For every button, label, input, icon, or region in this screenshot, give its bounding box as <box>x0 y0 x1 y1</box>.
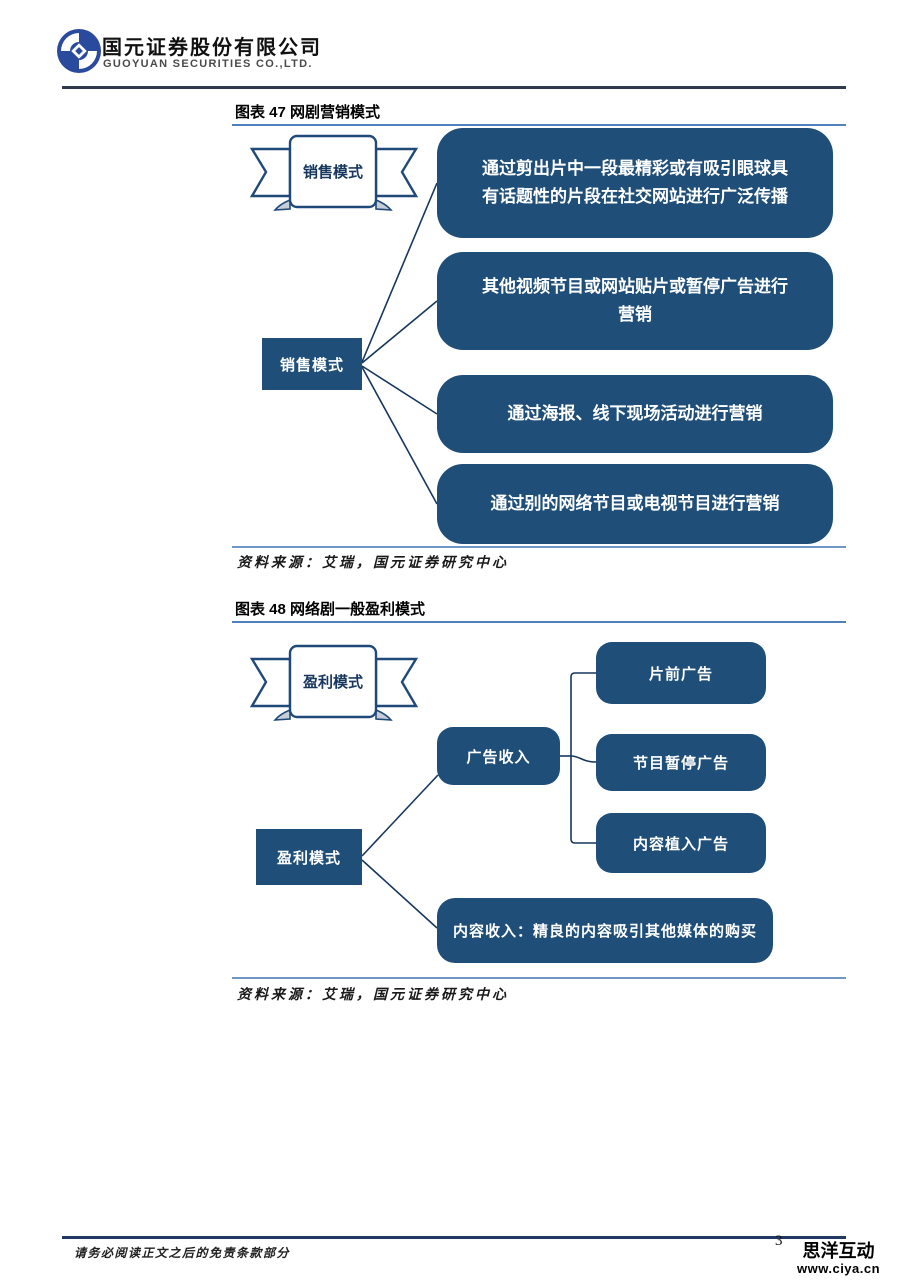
company-name-en: GUOYUAN SECURITIES CO.,LTD. <box>103 58 313 70</box>
company-name-cn: 国元证券股份有限公司 <box>102 37 322 59</box>
watermark-name: 思洋互动 <box>802 1241 875 1261</box>
profit-model-root-box: 盈利模式 <box>256 829 362 885</box>
watermark-url: www.ciya.cn <box>797 1260 881 1276</box>
figure48-title: 图表 48 网络剧一般盈利模式 <box>235 601 426 618</box>
branch-box-poster-events: 通过海报、线下现场活动进行营销 <box>437 375 833 453</box>
sales-model-ribbon: 销售模式 <box>250 134 418 211</box>
footer-disclaimer: 请务必阅读正文之后的免责条款部分 <box>74 1246 291 1260</box>
sales-model-ribbon-label: 销售模式 <box>303 163 363 181</box>
profit-model-ribbon: 盈利模式 <box>250 644 418 721</box>
figure47-title-rule <box>232 124 846 126</box>
guoyuan-swirl-logo <box>57 29 101 73</box>
branch-box-social-clip: 通过剪出片中一段最精彩或有吸引眼球具有话题性的片段在社交网站进行广泛传播 <box>437 128 833 238</box>
page-number: 3 <box>775 1233 783 1249</box>
sales-model-root-box: 销售模式 <box>262 338 362 390</box>
branch-box-video-ads: 其他视频节目或网站贴片或暂停广告进行营销 <box>437 252 833 350</box>
ad-type-box-pause: 节目暂停广告 <box>596 734 766 791</box>
branch-box-other-programs: 通过别的网络节目或电视节目进行营销 <box>437 464 833 544</box>
figure48-source: 资料来源：艾瑞，国元证券研究中心 <box>237 988 509 1003</box>
ad-type-box-placement: 内容植入广告 <box>596 813 766 873</box>
content-income-box: 内容收入：精良的内容吸引其他媒体的购买 <box>437 898 773 963</box>
figure48-title-rule <box>232 621 846 623</box>
ad-income-box: 广告收入 <box>437 727 560 785</box>
figure47-source: 资料来源：艾瑞，国元证券研究中心 <box>237 556 509 571</box>
watermark: 思洋互动 www.ciya.cn <box>797 1241 881 1276</box>
ad-type-box-preroll: 片前广告 <box>596 642 766 704</box>
footer-divider <box>62 1236 846 1239</box>
figure47-bottom-rule <box>232 546 846 548</box>
header-divider <box>62 86 846 89</box>
profit-model-ribbon-label: 盈利模式 <box>302 673 363 691</box>
figure48-bottom-rule <box>232 977 846 979</box>
figure47-title: 图表 47 网剧营销模式 <box>235 104 381 121</box>
